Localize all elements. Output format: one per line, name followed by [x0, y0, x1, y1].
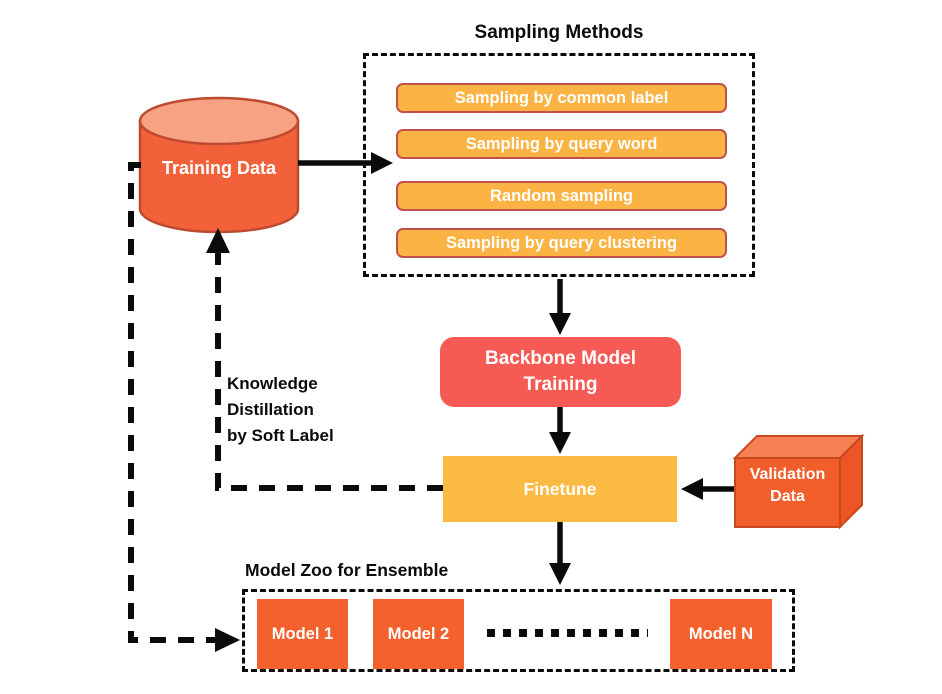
- dashed-arrow-training-to-zoo: [128, 162, 240, 652]
- kd-line-1: Knowledge: [227, 374, 318, 393]
- arrow-training-to-sampling: [298, 152, 393, 174]
- sampling-method-query-word: Sampling by query word: [396, 129, 727, 159]
- backbone-model-training-label: Backbone Model Training: [485, 348, 636, 395]
- kd-line-3: by Soft Label: [227, 426, 334, 445]
- sampling-methods-title: Sampling Methods: [474, 22, 644, 43]
- arrow-sampling-to-backbone: [549, 279, 571, 335]
- model-n-node: Model N: [670, 599, 772, 669]
- model-zoo-title: Model Zoo for Ensemble: [245, 560, 449, 580]
- backbone-model-training-node: Backbone Model Training: [440, 337, 681, 407]
- model-1-node: Model 1: [257, 599, 348, 669]
- arrow-finetune-to-zoo: [549, 522, 571, 585]
- finetune-label: Finetune: [523, 478, 597, 499]
- sampling-method-common-label: Sampling by common label: [396, 83, 727, 113]
- sampling-method-query-clustering: Sampling by query clustering: [396, 228, 727, 258]
- kd-line-2: Distillation: [227, 400, 314, 419]
- dashed-arrow-finetune-to-training: [206, 228, 443, 491]
- finetune-node: Finetune: [443, 456, 677, 522]
- arrow-backbone-to-finetune: [549, 407, 571, 454]
- sampling-method-random: Random sampling: [396, 181, 727, 211]
- training-data-cylinder: [138, 96, 300, 234]
- sampling-methods-box: [363, 53, 755, 277]
- validation-data-cube: [732, 433, 865, 530]
- knowledge-distillation-label: Knowledge Distillation by Soft Label: [227, 371, 367, 449]
- training-data-label: Training Data: [161, 158, 277, 178]
- model-zoo-box: [242, 589, 795, 672]
- validation-data-label: Validation Data: [749, 466, 826, 505]
- model-2-node: Model 2: [373, 599, 464, 669]
- arrow-validation-to-finetune: [681, 478, 734, 500]
